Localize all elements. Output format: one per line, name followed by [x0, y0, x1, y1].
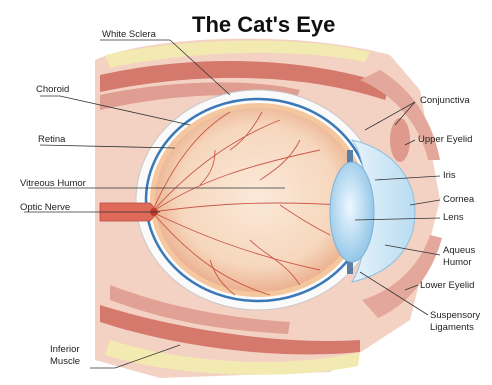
label-iris: Iris [443, 170, 456, 181]
label-upper-eyelid: Upper Eyelid [418, 134, 472, 145]
diagram-title: The Cat's Eye [192, 12, 335, 37]
label-conjunctiva: Conjunctiva [420, 95, 470, 106]
label-lower-eyelid: Lower Eyelid [420, 280, 474, 291]
conjunctiva-tissue [390, 118, 410, 162]
label-muscle: Muscle [50, 356, 80, 367]
label-vitreous-humor: Vitreous Humor [20, 178, 86, 189]
lens-shape [330, 162, 374, 262]
label-humor: Humor [443, 257, 472, 268]
label-cornea: Cornea [443, 194, 475, 205]
label-optic-nerve: Optic Nerve [20, 202, 70, 213]
label-lens: Lens [443, 212, 464, 223]
label-white-sclera: White Sclera [102, 29, 157, 40]
label-inferior: Inferior [50, 344, 80, 355]
label-suspensory: Suspensory [430, 310, 480, 321]
label-choroid: Choroid [36, 84, 69, 95]
label-retina: Retina [38, 134, 66, 145]
label-aqueous: Aqueus [443, 245, 475, 256]
label-ligaments: Ligaments [430, 322, 474, 333]
